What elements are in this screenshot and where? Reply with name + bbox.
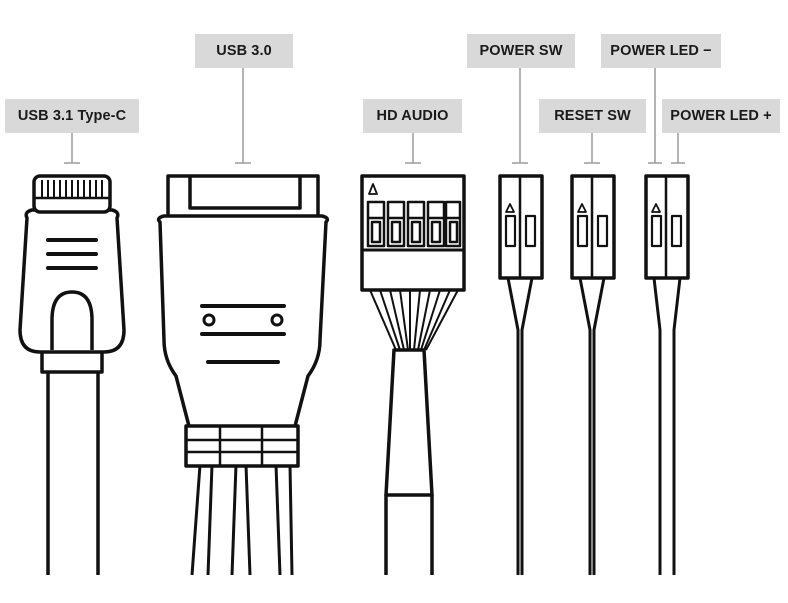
- power-led-connector: [644, 174, 690, 575]
- hd-audio-label: HD AUDIO: [363, 99, 462, 133]
- hd-audio-connector: [360, 174, 466, 575]
- power-led-minus-label: POWER LED −: [601, 34, 721, 68]
- power-sw-connector: [498, 174, 544, 575]
- usb31-typec-label: USB 3.1 Type-C: [5, 99, 139, 133]
- leader-lines: [64, 68, 685, 164]
- power-led-plus-label: POWER LED +: [662, 99, 780, 133]
- usb31-typec-connector: [18, 174, 126, 575]
- usb30-connector: [156, 174, 330, 576]
- usb30-label: USB 3.0: [195, 34, 293, 68]
- power-sw-label: POWER SW: [467, 34, 575, 68]
- reset-sw-label: RESET SW: [539, 99, 646, 133]
- reset-sw-connector: [570, 174, 616, 575]
